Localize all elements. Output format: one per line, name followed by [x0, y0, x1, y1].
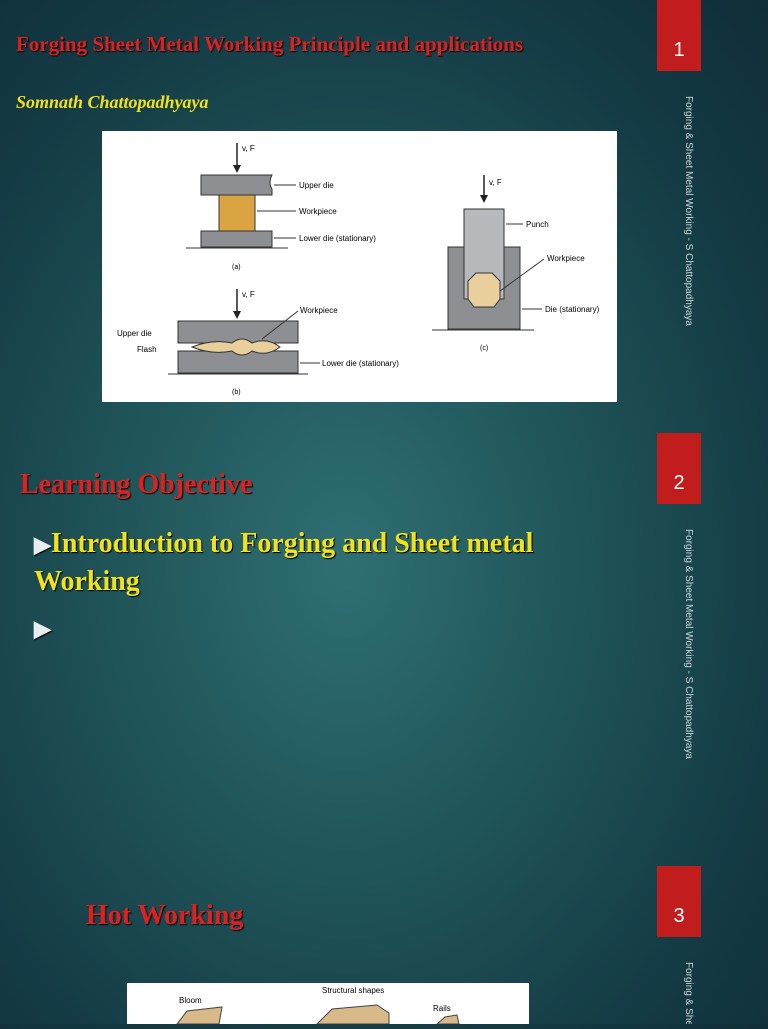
side-footer-text: Forging & Shee [683, 962, 694, 1024]
workpiece-label-a: Workpiece [299, 207, 337, 216]
side-footer-text: Forging & Sheet Metal Working - S Chatto… [683, 96, 694, 326]
forging-diagram: v, F Upper die Workpiece Lower die (stat… [102, 131, 617, 402]
slide-title: Forging Sheet Metal Working Principle an… [16, 32, 524, 56]
bullet-text: Introduction to Forging and Sheet metal … [34, 528, 534, 597]
bullet-arrow-icon: ▶ [34, 616, 51, 641]
upper-die-label-b: Upper die [117, 329, 152, 338]
bullet-item: ▶Introduction to Forging and Sheet metal… [34, 525, 634, 600]
lower-die-label-a: Lower die (stationary) [299, 234, 376, 243]
slide-number: 2 [657, 433, 701, 504]
slide-title: Learning Objective [20, 469, 253, 500]
structural-shapes-label: Structural shapes [322, 986, 384, 995]
slide-number: 1 [657, 0, 701, 71]
force-label-a: v, F [242, 144, 255, 153]
die-label-c: Die (stationary) [545, 305, 600, 314]
force-label-c: v, F [489, 178, 502, 187]
upper-die-label-a: Upper die [299, 181, 334, 190]
flash-label-b: Flash [137, 345, 157, 354]
hot-working-figure: Bloom Structural shapes Rails [127, 983, 529, 1025]
bullet-arrow-icon: ▶ [34, 532, 51, 557]
side-footer-text: Forging & Sheet Metal Working - S Chatto… [683, 529, 694, 759]
slide-1: 1 Forging & Sheet Metal Working - S Chat… [0, 0, 768, 433]
workpiece-label-b: Workpiece [300, 306, 338, 315]
slide-title: Hot Working [86, 900, 244, 931]
caption-a: (a) [232, 264, 241, 271]
punch-label-c: Punch [526, 220, 549, 229]
bloom-label: Bloom [179, 996, 202, 1005]
workpiece-label-c: Workpiece [547, 254, 585, 263]
author-name: Somnath Chattopadhyaya [16, 92, 209, 112]
force-label-b: v, F [242, 290, 255, 299]
slide-number: 3 [657, 866, 701, 937]
bullet-item: ▶ [34, 609, 51, 647]
caption-b: (b) [232, 389, 241, 396]
lower-die-label-b: Lower die (stationary) [322, 359, 399, 368]
rails-label: Rails [433, 1004, 451, 1013]
slide-2: 2 Forging & Sheet Metal Working - S Chat… [0, 433, 768, 866]
slide-3: 3 Forging & Shee Hot Working Bloom Struc… [0, 866, 768, 1025]
caption-c: (c) [480, 345, 488, 352]
